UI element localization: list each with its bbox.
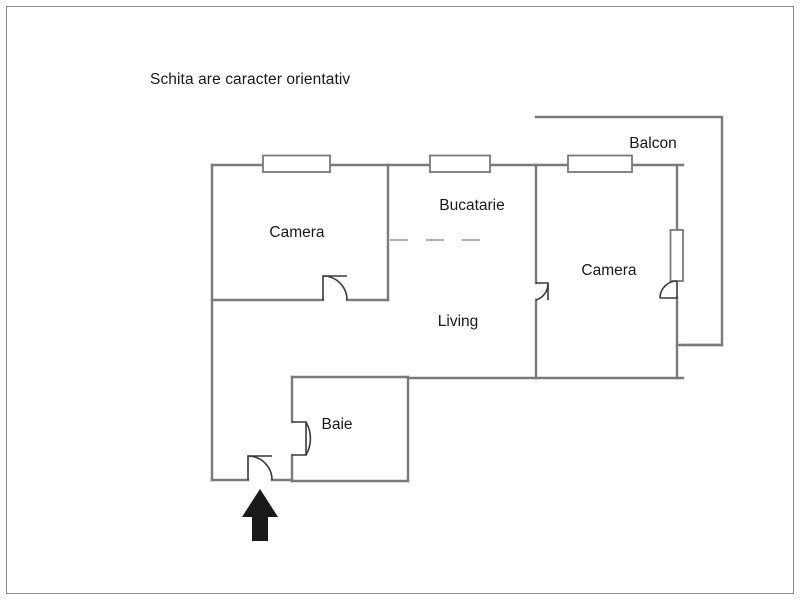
window-camera-left (262, 154, 331, 173)
door-camera-right-west-arc (535, 282, 549, 301)
entrance-arrow (242, 489, 278, 541)
door-entrance-arc (247, 455, 273, 481)
windows-group (262, 154, 684, 282)
doors-group (247, 275, 678, 481)
room-label-balcon: Balcon (629, 135, 677, 152)
window-balcon (567, 154, 633, 173)
room-label-baie: Baie (321, 416, 353, 433)
door-baie-leaf (292, 421, 307, 456)
room-label-bucatarie: Bucatarie (439, 197, 505, 214)
page-border (6, 6, 794, 594)
room-label-living: Living (437, 313, 479, 330)
room-label-camera-right: Camera (581, 262, 637, 279)
window-bucatarie (429, 154, 491, 173)
window-camera-right (669, 229, 684, 282)
door-camera-left-arc (322, 275, 348, 301)
door-camera-right-east-arc (659, 280, 678, 299)
room-label-camera-left: Camera (269, 224, 325, 241)
page-title: Schita are caracter orientativ (150, 71, 351, 88)
door-camera-right-east-leaf (660, 281, 678, 299)
door-baie-arc (305, 421, 312, 456)
